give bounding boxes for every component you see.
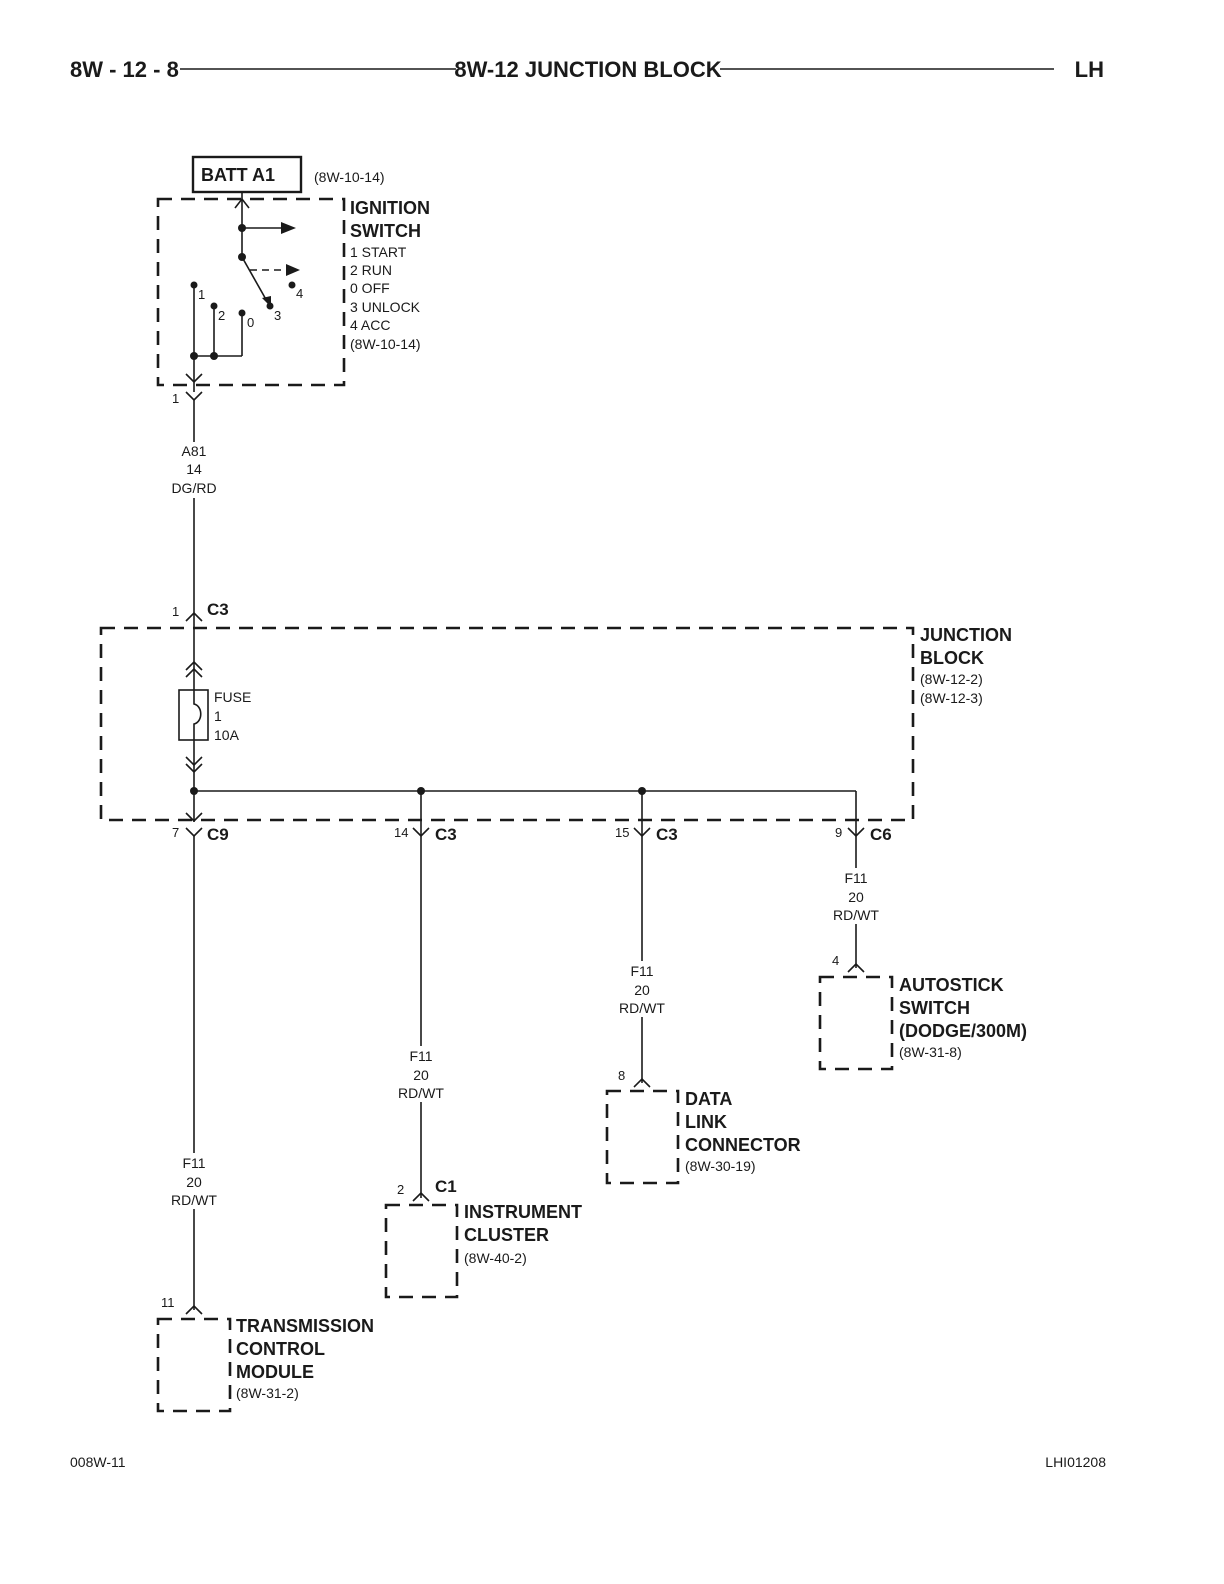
tcm-name-2: CONTROL bbox=[236, 1339, 325, 1359]
tcm-name-3: MODULE bbox=[236, 1362, 314, 1382]
autostick-name-1: AUTOSTICK bbox=[899, 975, 1004, 995]
ignition-switch-name-1: IGNITION bbox=[350, 198, 430, 218]
batt-ref: (8W-10-14) bbox=[314, 169, 385, 185]
junction-input-connector-label: C3 bbox=[207, 600, 229, 619]
wire-a81-color: DG/RD bbox=[171, 480, 216, 496]
cluster-name-1: INSTRUMENT bbox=[464, 1202, 582, 1222]
contact-label-3: 3 bbox=[274, 308, 281, 323]
branch-1-wire-color: RD/WT bbox=[171, 1192, 217, 1208]
dlc-connector bbox=[633, 1077, 651, 1088]
branch-4-wire-gauge: 20 bbox=[848, 889, 864, 905]
junction-block-ref-1: (8W-12-2) bbox=[920, 671, 983, 687]
ignition-switch-name-2: SWITCH bbox=[350, 221, 421, 241]
junction-block-name-2: BLOCK bbox=[920, 648, 984, 668]
contact-label-0: 0 bbox=[247, 315, 254, 330]
dlc-box bbox=[605, 1089, 680, 1185]
fuse-1 bbox=[178, 612, 209, 792]
junction-block-box bbox=[99, 626, 915, 822]
ignition-position-run: 2 RUN bbox=[350, 262, 392, 278]
autostick-box bbox=[818, 975, 894, 1071]
branch-3-wire-gauge: 20 bbox=[634, 982, 650, 998]
batt-box bbox=[191, 155, 303, 194]
ignition-output-connector bbox=[185, 373, 203, 384]
branch-1-wire-circuit: F11 bbox=[182, 1155, 205, 1171]
dlc-name-3: CONNECTOR bbox=[685, 1135, 801, 1155]
autostick-ref: (8W-31-8) bbox=[899, 1044, 962, 1060]
tcm-name-1: TRANSMISSION bbox=[236, 1316, 374, 1336]
branch-2-wire-circuit: F11 bbox=[409, 1048, 432, 1064]
branch-4-connector-label: C6 bbox=[870, 825, 892, 844]
ignition-switch-box bbox=[156, 197, 346, 387]
branch-4-wire-color: RD/WT bbox=[833, 907, 879, 923]
branch-3-connector-label: C3 bbox=[656, 825, 678, 844]
tcm-connector bbox=[185, 1304, 203, 1315]
cluster-ref: (8W-40-2) bbox=[464, 1250, 527, 1266]
cluster-box bbox=[384, 1203, 459, 1299]
ignition-output-pin: 1 bbox=[172, 391, 179, 406]
ignition-position-start: 1 START bbox=[350, 244, 407, 260]
autostick-name-3: (DODGE/300M) bbox=[899, 1021, 1027, 1041]
autostick-connector bbox=[847, 962, 865, 973]
ignition-switch-ref: (8W-10-14) bbox=[350, 336, 421, 352]
ignition-position-unlock: 3 UNLOCK bbox=[350, 299, 421, 315]
branch-3-wire-color: RD/WT bbox=[619, 1000, 665, 1016]
junction-block-name-1: JUNCTION bbox=[920, 625, 1012, 645]
autostick-pin: 4 bbox=[832, 953, 839, 968]
dlc-name-2: LINK bbox=[685, 1112, 727, 1132]
contact-label-1: 1 bbox=[198, 287, 205, 302]
autostick-name-2: SWITCH bbox=[899, 998, 970, 1018]
wire-a81-gauge: 14 bbox=[186, 461, 202, 477]
page-number: 8W - 12 - 8 bbox=[70, 57, 179, 82]
tcm-pin: 11 bbox=[161, 1295, 175, 1310]
tcm-box bbox=[156, 1317, 232, 1413]
page-title: 8W-12 JUNCTION BLOCK bbox=[454, 57, 721, 82]
junction-input-pin: 1 bbox=[172, 604, 179, 619]
fuse-label: FUSE bbox=[214, 689, 251, 705]
branch-3-wire-circuit: F11 bbox=[630, 963, 653, 979]
branch-3-pin: 15 bbox=[615, 825, 629, 840]
dlc-name-1: DATA bbox=[685, 1089, 732, 1109]
branch-2-connector-label: C3 bbox=[435, 825, 457, 844]
dlc-pin: 8 bbox=[618, 1068, 625, 1083]
branch-1-pin: 7 bbox=[172, 825, 179, 840]
ignition-switch-mechanism bbox=[190, 192, 300, 392]
ignition-output-connector-lower bbox=[185, 391, 203, 402]
contact-label-4: 4 bbox=[296, 286, 303, 301]
junction-block-ref-2: (8W-12-3) bbox=[920, 690, 983, 706]
junction-bus bbox=[190, 787, 857, 822]
batt-label: BATT A1 bbox=[201, 165, 275, 185]
cluster-connector bbox=[412, 1191, 430, 1202]
fuse-rating: 10A bbox=[214, 727, 240, 743]
branch-2-wire-gauge: 20 bbox=[413, 1067, 429, 1083]
branch-2-pin: 14 bbox=[394, 825, 408, 840]
branch-1-wire-gauge: 20 bbox=[186, 1174, 202, 1190]
branch-4-pin: 9 bbox=[835, 825, 842, 840]
page-side: LH bbox=[1075, 57, 1104, 82]
contact-label-2: 2 bbox=[218, 308, 225, 323]
branch-1-connector-lower bbox=[185, 827, 203, 838]
cluster-pin: 2 bbox=[397, 1182, 404, 1197]
fuse-number: 1 bbox=[214, 708, 222, 724]
ignition-position-acc: 4 ACC bbox=[350, 317, 390, 333]
branch-1-connector bbox=[185, 812, 203, 823]
branch-4-wire-circuit: F11 bbox=[844, 870, 867, 886]
footer-right-code: LHI01208 bbox=[1045, 1454, 1106, 1470]
ignition-position-off: 0 OFF bbox=[350, 280, 390, 296]
branch-1-connector-label: C9 bbox=[207, 825, 229, 844]
dlc-ref: (8W-30-19) bbox=[685, 1158, 756, 1174]
tcm-ref: (8W-31-2) bbox=[236, 1385, 299, 1401]
cluster-connector-label: C1 bbox=[435, 1177, 457, 1196]
footer-left-code: 008W-11 bbox=[70, 1454, 126, 1470]
branch-2-wire-color: RD/WT bbox=[398, 1085, 444, 1101]
cluster-name-2: CLUSTER bbox=[464, 1225, 549, 1245]
wire-a81-circuit: A81 bbox=[182, 443, 207, 459]
